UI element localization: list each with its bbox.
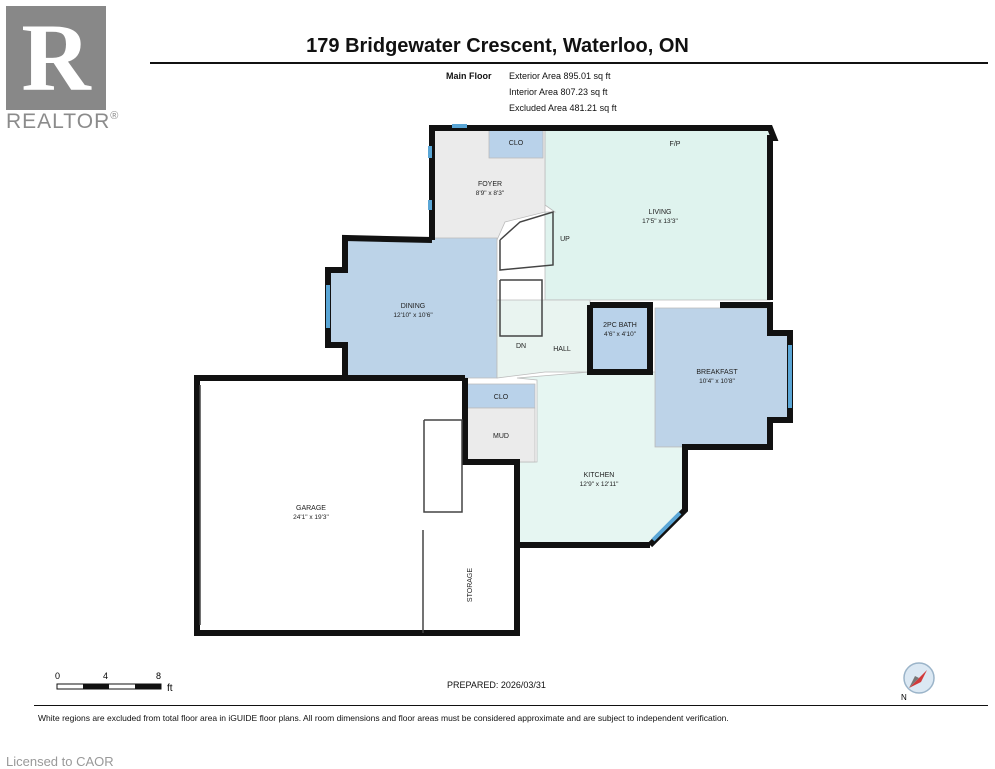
realtor-logo-letter: R	[21, 4, 91, 111]
footer-divider	[34, 705, 988, 706]
breakfast-label: BREAKFAST	[696, 369, 738, 376]
scale-bar: 0 4 8 ft	[55, 671, 173, 694]
page-title: 179 Bridgewater Crescent, Waterloo, ON	[306, 35, 689, 57]
living-label: LIVING	[649, 209, 672, 216]
realtor-wordmark: REALTOR®	[6, 110, 119, 134]
storage-label: STORAGE	[467, 568, 474, 602]
scale-bar-seg-2	[135, 684, 161, 689]
stair-up	[499, 210, 554, 271]
windows	[326, 124, 792, 542]
compass-needle-south	[909, 676, 919, 688]
excluded-area: Excluded Area 481.21 sq ft	[509, 103, 617, 113]
scale-tick-0: 0	[55, 671, 60, 681]
up-label: UP	[560, 236, 570, 243]
garage-stairs	[423, 419, 463, 513]
registered-mark: ®	[110, 110, 120, 122]
living-dims: 17'5" x 13'3"	[642, 218, 678, 225]
stair-down	[499, 279, 543, 337]
clo-mud-label: CLO	[494, 394, 509, 401]
bath-dims: 4'6" x 4'10"	[604, 331, 637, 338]
kitchen-label: KITCHEN	[584, 472, 615, 479]
header-divider	[150, 62, 988, 64]
scale-tick-8: 8	[156, 671, 161, 681]
exterior-wall-garage	[194, 375, 650, 636]
realtor-name: REALTOR	[6, 110, 111, 133]
hall-fill	[496, 299, 591, 379]
exterior-wall-kitchen	[647, 302, 793, 548]
dining-dims: 12'10" x 10'6"	[393, 312, 433, 319]
exterior-area: Exterior Area 895.01 sq ft	[509, 71, 611, 81]
scale-bar-seg-1	[83, 684, 109, 689]
foyer-label: FOYER	[478, 181, 502, 188]
fireplace-label: F/P	[670, 141, 681, 148]
window-kitchen	[651, 511, 682, 542]
scale-tick-4: 4	[103, 671, 108, 681]
scale-unit: ft	[167, 683, 173, 694]
mud-label: MUD	[493, 433, 509, 440]
thin-walls	[199, 210, 554, 633]
hall-label: HALL	[553, 346, 571, 353]
realtor-logo: R	[6, 6, 106, 110]
interior-wall-mud	[462, 378, 520, 545]
breakfast-dims: 10'4" x 10'8"	[699, 378, 735, 385]
clo-foyer-label: CLO	[509, 140, 524, 147]
compass-icon: N	[901, 662, 935, 702]
dn-label: DN	[516, 343, 526, 350]
compass-label: N	[901, 693, 907, 702]
kitchen-dims: 12'9" x 12'11"	[580, 481, 619, 488]
bath-fill	[589, 304, 651, 373]
license-text: Licensed to CAOR	[6, 754, 114, 769]
garage-label: GARAGE	[296, 505, 326, 512]
foyer-dims: 8'9" x 8'3"	[476, 190, 505, 197]
garage-dims: 24'1" x 19'3"	[293, 514, 329, 521]
footer-note: White regions are excluded from total fl…	[38, 713, 729, 723]
prepared-date: PREPARED: 2026/03/31	[447, 680, 546, 690]
bath-label: 2PC BATH	[603, 322, 637, 329]
interior-wall-bath	[587, 302, 653, 375]
floor-label: Main Floor	[446, 71, 492, 81]
interior-area: Interior Area 807.23 sq ft	[509, 87, 608, 97]
dining-label: DINING	[401, 303, 426, 310]
